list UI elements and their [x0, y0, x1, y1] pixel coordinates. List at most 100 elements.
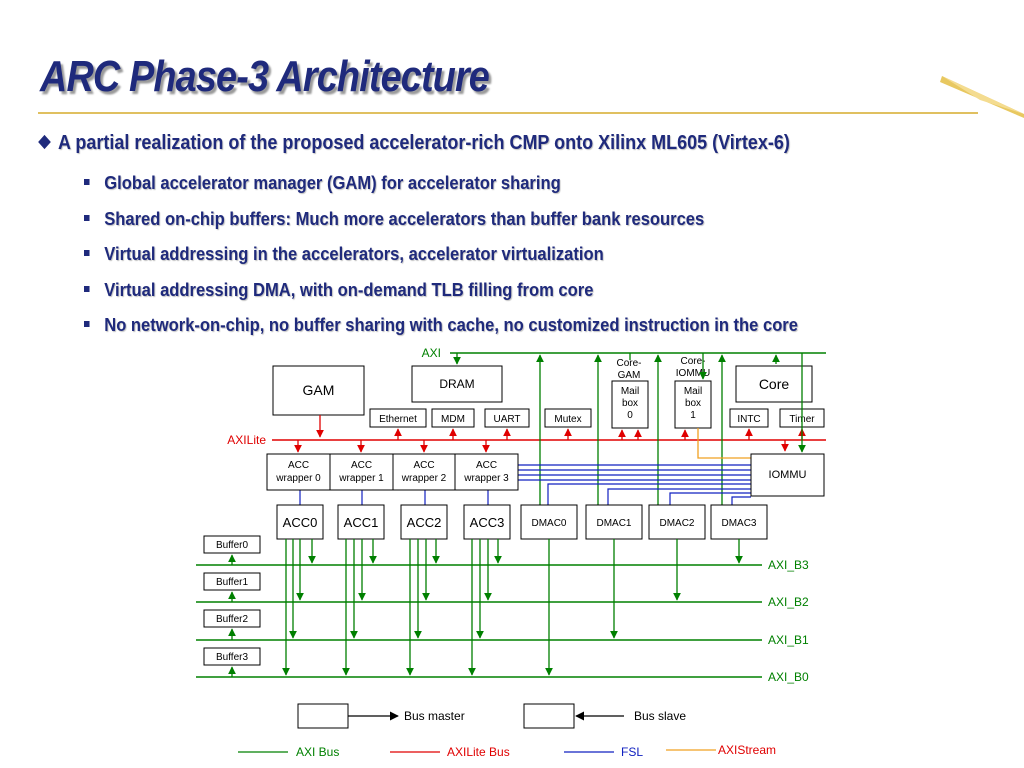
ethernet-label: Ethernet	[379, 414, 417, 425]
square-bullet-icon	[84, 321, 90, 327]
sub-bullet-list: Global accelerator manager (GAM) for acc…	[84, 173, 860, 351]
mailbox0-label: 0	[627, 410, 633, 421]
acc-wrapper1-block	[329, 453, 394, 491]
mailbox1-block	[674, 380, 712, 429]
acc-wrapper0-block	[266, 453, 331, 491]
dmac0-label: DMAC0	[531, 518, 566, 529]
legend-bus-master: Bus master	[404, 709, 465, 723]
buffer3-label: Buffer3	[216, 652, 248, 663]
buffer1-label: Buffer1	[216, 577, 248, 588]
square-bullet-icon	[84, 285, 90, 292]
gam-label: GAM	[303, 382, 335, 398]
dmac1-label: DMAC1	[596, 518, 631, 529]
acc2-block	[400, 504, 448, 540]
legend-axi-bus: AXI Bus	[296, 745, 339, 759]
axi-b2-label: AXI_B2	[768, 595, 809, 609]
mailbox0-label: box	[622, 398, 638, 409]
dram-label: DRAM	[439, 377, 474, 391]
mdm-label: MDM	[441, 414, 465, 425]
axi-b3-label: AXI_B3	[768, 558, 809, 572]
acc3-block	[463, 504, 511, 540]
acc0-label: ACC0	[283, 515, 318, 530]
acc-wrapper2-label: ACC	[413, 460, 434, 471]
core-iommu-label: IOMMU	[676, 368, 710, 379]
mailbox1-label: 1	[690, 410, 696, 421]
sub-bullet: Virtual addressing in the accelerators, …	[84, 244, 798, 280]
acc-wrapper0-label: ACC	[288, 460, 309, 471]
dmac3-label: DMAC3	[721, 518, 756, 529]
core-label: Core	[759, 376, 790, 392]
intc-label: INTC	[737, 414, 760, 425]
core-iommu-label: Core-	[680, 356, 705, 367]
title-underline	[38, 112, 978, 114]
axi-bus-label: AXI	[422, 346, 441, 360]
dmac2-label: DMAC2	[659, 518, 694, 529]
corner-wedge-icon	[940, 76, 1024, 118]
square-bullet-icon	[84, 214, 90, 221]
axi-b0-label: AXI_B0	[768, 670, 809, 684]
fsl-dmac2-iommu	[669, 492, 751, 510]
sub-bullet-text: Virtual addressing DMA, with on-demand T…	[104, 279, 594, 300]
sub-bullet-text: Shared on-chip buffers: Much more accele…	[104, 208, 705, 229]
mailbox0-block	[611, 380, 649, 429]
sub-bullet-text: Global accelerator manager (GAM) for acc…	[104, 173, 561, 193]
buffer2-block	[203, 609, 261, 628]
uart-block	[484, 408, 530, 428]
square-bullet-icon	[84, 250, 90, 256]
dmac1-block	[585, 504, 643, 540]
mailbox1-label: box	[685, 398, 701, 409]
acc-wrapper1-label: wrapper 1	[338, 473, 384, 484]
sub-bullet: Shared on-chip buffers: Much more accele…	[84, 209, 798, 245]
main-bullet-text: A partial realization of the proposed ac…	[58, 132, 790, 154]
ethernet-block	[369, 408, 427, 428]
mutex-label: Mutex	[554, 414, 581, 425]
legend-axistream: AXIStream	[718, 743, 776, 757]
core-block	[735, 365, 813, 403]
fsl-dmac1-iommu	[607, 488, 751, 510]
mdm-block	[431, 408, 475, 428]
mailbox1-label: Mail	[684, 386, 702, 397]
acc-wrapper1-label: ACC	[351, 460, 372, 471]
acc-wrapper0-label: wrapper 0	[275, 473, 321, 484]
dmac2-block	[648, 504, 706, 540]
acc1-label: ACC1	[344, 515, 379, 530]
sub-bullet: Global accelerator manager (GAM) for acc…	[84, 173, 798, 209]
acc-wrapper2-label: wrapper 2	[401, 473, 447, 484]
acc1-block	[337, 504, 385, 540]
acc3-label: ACC3	[470, 515, 505, 530]
legend-slave-box	[523, 703, 575, 729]
fsl-dmac0-iommu	[547, 483, 751, 510]
buffer1-block	[203, 572, 261, 591]
intc-block	[729, 408, 769, 428]
acc-wrapper3-label: wrapper 3	[463, 473, 509, 484]
sub-bullet-text: Virtual addressing in the accelerators, …	[104, 244, 604, 264]
sub-bullet-text: No network-on-chip, no buffer sharing wi…	[104, 315, 798, 335]
buffer3-block	[203, 647, 261, 666]
buffer0-block	[203, 535, 261, 554]
legend-fsl: FSL	[621, 745, 643, 759]
slide-title: ARC Phase-3 Architecture	[40, 52, 490, 101]
iommu-label: IOMMU	[769, 469, 807, 481]
legend-bus-slave: Bus slave	[634, 709, 686, 723]
uart-label: UART	[493, 414, 520, 425]
buffer2-label: Buffer2	[216, 614, 248, 625]
sub-bullet: Virtual addressing DMA, with on-demand T…	[84, 280, 798, 316]
acc2-label: ACC2	[407, 515, 442, 530]
dram-block	[411, 365, 503, 403]
square-bullet-icon	[84, 179, 90, 185]
acc-wrapper2-block	[392, 453, 456, 491]
sub-bullet: No network-on-chip, no buffer sharing wi…	[84, 315, 798, 351]
acc-wrapper3-label: ACC	[476, 460, 497, 471]
axistream-line	[697, 428, 751, 459]
legend-master-box	[297, 703, 349, 729]
main-bullet: A partial realization of the proposed ac…	[38, 132, 790, 155]
legend-axilite-bus: AXILite Bus	[447, 745, 510, 759]
core-gam-label: GAM	[618, 370, 641, 381]
iommu-block	[750, 453, 825, 497]
axi-b1-label: AXI_B1	[768, 633, 809, 647]
acc-wrapper3-block	[454, 453, 519, 491]
axilite-bus-label: AXILite	[227, 433, 266, 447]
acc0-block	[276, 504, 324, 540]
gam-block	[272, 365, 365, 416]
